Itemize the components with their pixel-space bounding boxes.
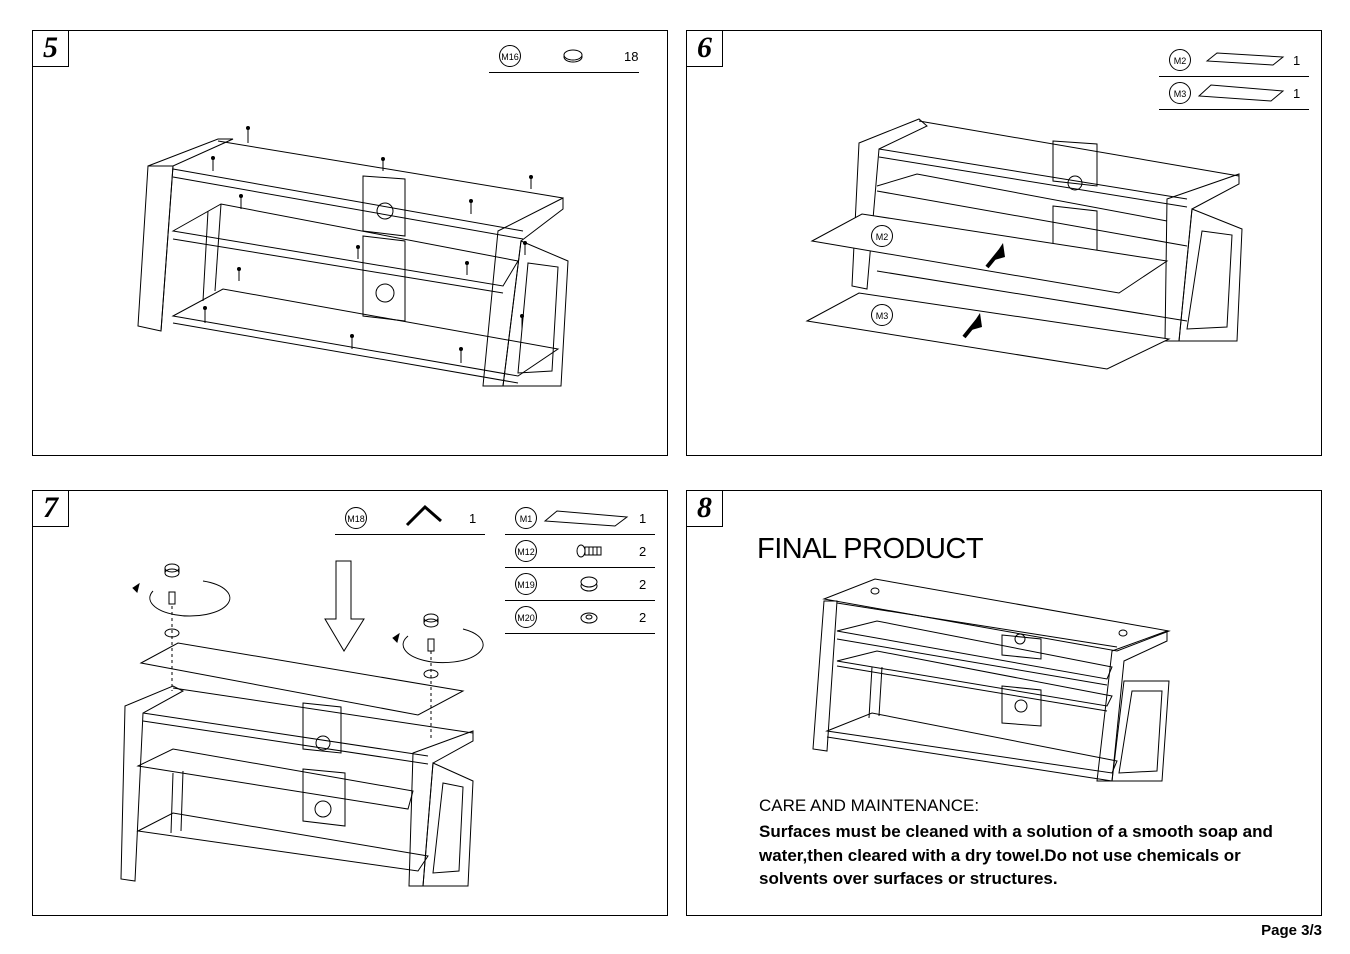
step-number: 6: [687, 31, 723, 67]
tv-stand-glass-install-drawing: [687, 31, 1323, 457]
part-row: M20 2: [505, 602, 655, 634]
glass-panel-icon: [1197, 84, 1285, 102]
screw-icon: [576, 544, 602, 558]
glass-label-m3: M3: [871, 304, 893, 326]
step-number: 7: [33, 491, 69, 527]
step-5-panel: 5 M16 18: [32, 30, 668, 456]
page-number: Page 3/3: [1261, 922, 1322, 939]
step-6-panel: 6 M2 1 M3 1: [686, 30, 1322, 456]
part-code: M2: [1169, 49, 1191, 71]
part-code: M12: [515, 540, 537, 562]
step-8-panel: 8 FINAL PRODUCT CARE AND MAINTENANCE:: [686, 490, 1322, 916]
part-qty: 1: [1293, 53, 1301, 68]
part-qty: 2: [639, 577, 647, 592]
parts-list: M1 1 M12 2 M19 2 M20: [505, 503, 655, 635]
part-qty: 2: [639, 544, 647, 559]
glass-label-m2: M2: [871, 225, 893, 247]
part-row: M16 18: [489, 41, 639, 73]
final-product-drawing: [687, 491, 1323, 917]
step-number: 8: [687, 491, 723, 527]
part-code: M3: [1169, 82, 1191, 104]
part-qty: 18: [624, 49, 639, 64]
part-qty: 1: [469, 511, 477, 526]
care-text: Surfaces must be cleaned with a solution…: [759, 822, 1273, 888]
part-code: M20: [515, 606, 537, 628]
step-number: 5: [33, 31, 69, 67]
glass-panel-icon: [543, 510, 629, 527]
part-row: M12 2: [505, 536, 655, 568]
part-code: M19: [515, 573, 537, 595]
glass-panel-icon: [1205, 52, 1285, 66]
final-product-title: FINAL PRODUCT: [757, 533, 984, 565]
felt-pad-icon: [563, 49, 583, 63]
part-qty: 2: [639, 610, 647, 625]
tool-row: M18 1: [335, 503, 485, 535]
tv-stand-frame-drawing: [33, 31, 669, 457]
tool-list: M18 1: [335, 503, 485, 536]
part-code: M18: [345, 507, 367, 529]
parts-list: M16 18: [489, 41, 639, 74]
part-row: M19 2: [505, 569, 655, 601]
part-qty: 1: [1293, 86, 1301, 101]
step-7-panel: 7 M18 1 M1 1 M12 2 M19: [32, 490, 668, 916]
part-row: M3 1: [1159, 78, 1309, 110]
part-row: M1 1: [505, 503, 655, 535]
allen-key-icon: [405, 504, 442, 527]
glass-top-fixing-drawing: [33, 491, 669, 917]
part-row: M2 1: [1159, 45, 1309, 77]
cap-icon: [580, 576, 598, 592]
part-code: M16: [499, 45, 521, 67]
part-code: M1: [515, 507, 537, 529]
care-heading: CARE AND MAINTENANCE:: [759, 796, 980, 815]
washer-icon: [580, 612, 598, 624]
part-qty: 1: [639, 511, 647, 526]
parts-list: M2 1 M3 1: [1159, 45, 1309, 111]
